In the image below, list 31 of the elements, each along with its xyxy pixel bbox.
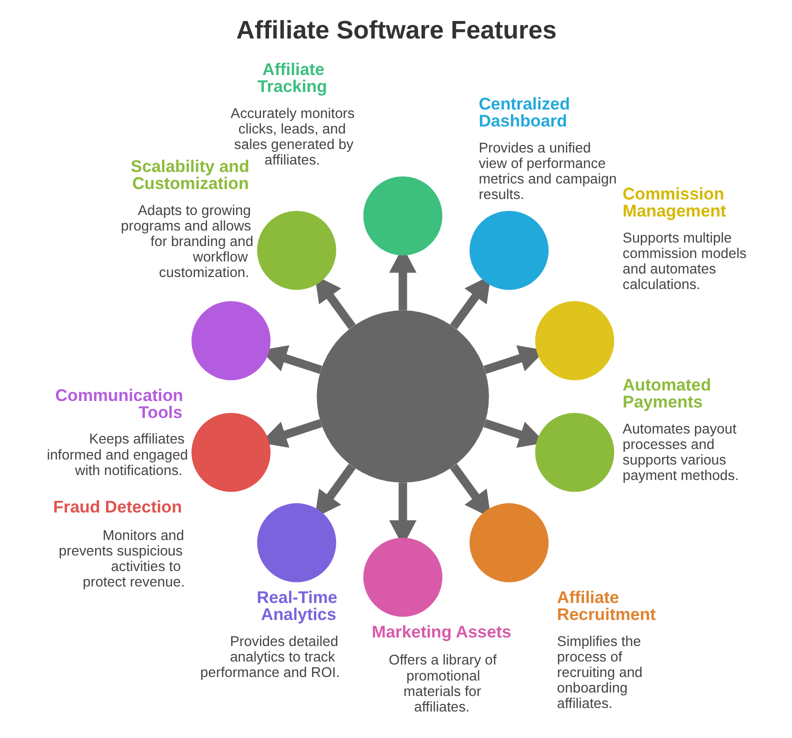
node-label: Monitors and prevents suspicious activities to protect revenue.: [58, 526, 184, 590]
node-circle: [191, 412, 270, 492]
node-circle: [256, 503, 336, 582]
node-label: Offers a library of promotional materials for affiliates.: [388, 652, 496, 714]
node-circle: [362, 176, 442, 256]
node-label: Fraud Detection: [52, 497, 182, 516]
node-label: Scalability and Customization: [130, 157, 249, 194]
node-label: Communication Tools: [54, 386, 183, 422]
node-label: Affiliate Tracking: [256, 60, 327, 96]
node-circle: [534, 412, 614, 492]
node-label: Provides detailed analytics to track performance and ROI.: [200, 632, 340, 680]
node-label: Provides a unified view of performance metrics and campaign results.: [478, 139, 616, 202]
diagram-title: Affiliate Software Features: [236, 16, 556, 45]
node-label: Adapts to growing programs and allows for branding and workflow customization.: [120, 202, 253, 280]
node-circle: [316, 310, 488, 483]
node-circle: [256, 210, 336, 290]
node-label: Commission Management: [622, 184, 726, 221]
node-circle: [534, 301, 614, 380]
node-label: Automates payout processes and supports various payment methods.: [622, 420, 738, 483]
node-circle: [469, 210, 548, 290]
node-label: Centralized Dashboard: [478, 94, 570, 130]
node-label: Automated Payments: [622, 375, 711, 412]
node-label: Marketing Assets: [371, 622, 511, 642]
node-label: Simplifies the process of recruiting and onboarding affiliates.: [556, 632, 642, 711]
node-label: Affiliate Recruitment: [556, 588, 656, 624]
node-label: Real-Time Analytics: [256, 588, 337, 624]
node-circle: [469, 503, 548, 582]
node-circle: [191, 301, 270, 380]
node-label: Keeps affiliates informed and engaged with notifications.: [46, 430, 188, 478]
node-label: Supports multiple commission models and automates calculations.: [622, 230, 746, 292]
node-circle: [362, 538, 442, 617]
